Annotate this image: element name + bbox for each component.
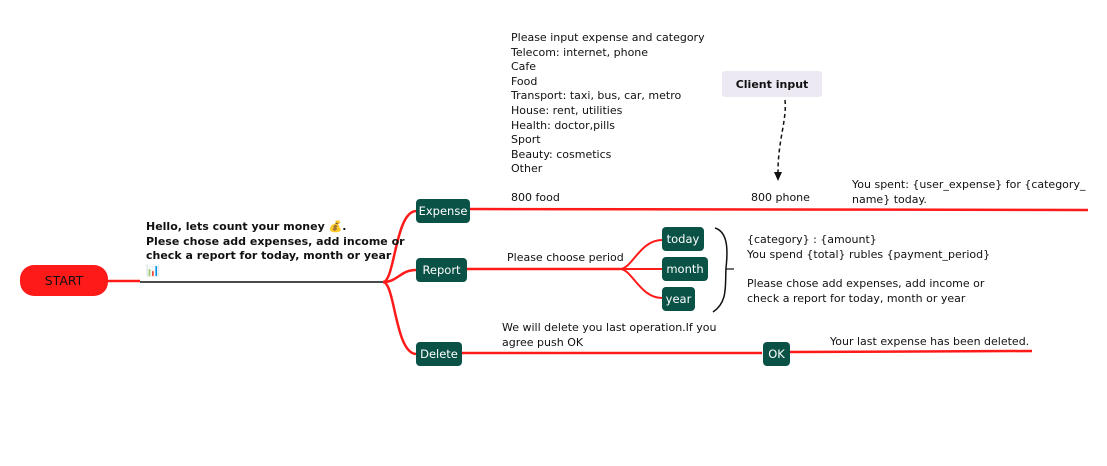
expense-input-example: 800 phone (751, 191, 810, 204)
start-node[interactable]: START (20, 265, 108, 296)
intro-line-1: Hello, lets count your money 💰. (146, 220, 347, 233)
report-result: {category} : {amount} You spend {total} … (747, 233, 990, 262)
expense-branch (382, 209, 417, 284)
period-today-label: today (666, 232, 700, 246)
expense-line (468, 207, 1089, 212)
intro-line-3: check a report for today, month or year (146, 249, 392, 263)
ok-label: OK (768, 347, 785, 361)
chart-emoji-icon: 📊 (146, 263, 160, 277)
intro-text: Hello, lets count your money 💰. Plese ch… (146, 220, 405, 278)
expense-result-line-1: You spent: {user_expense} for {category_ (852, 178, 1086, 191)
report-label: Report (422, 263, 461, 277)
expense-prompt-line: Food (511, 74, 538, 88)
client-arrow-head (774, 172, 782, 181)
expense-result-line-2: name} today. (852, 192, 927, 206)
expense-result: You spent: {user_expense} for {category_… (852, 178, 1085, 207)
report-result-line-4: check a report for today, month or year (747, 291, 966, 305)
period-bracket (712, 227, 728, 313)
client-input-text: Client input (735, 77, 809, 91)
report-result-line-2: You spend {total} rubles {payment_period… (747, 247, 991, 261)
period-year-button[interactable]: year (662, 287, 695, 311)
delete-branch (382, 280, 417, 356)
expense-prompt-line: Sport (511, 133, 541, 147)
ok-button[interactable]: OK (763, 342, 790, 366)
report-branch (382, 268, 417, 284)
delete-result: Your last expense has been deleted. (830, 335, 1030, 348)
start-label: START (44, 273, 84, 288)
delete-label: Delete (420, 347, 458, 361)
expense-label: Expense (418, 204, 468, 218)
expense-prompt-line: Beauty: cosmetics (511, 147, 612, 161)
expense-prompt-line: Transport: taxi, bus, car, metro (511, 89, 682, 103)
period-month-button[interactable]: month (662, 257, 708, 281)
period-year-label: year (665, 292, 692, 306)
expense-node[interactable]: Expense (416, 199, 470, 223)
expense-prompt: Please input expense and category Teleco… (511, 31, 705, 177)
delete-node[interactable]: Delete (416, 342, 462, 366)
today-branch (619, 239, 663, 270)
expense-prompt-line: Health: doctor,pills (511, 118, 616, 132)
expense-prompt-line: Other (511, 162, 543, 176)
client-arrow (777, 99, 787, 173)
expense-prompt-line: Cafe (511, 60, 537, 74)
ok-line (789, 349, 1033, 354)
delete-prompt-line-2: agree push OK (502, 335, 584, 349)
report-prompt: Please choose period (507, 251, 624, 264)
expense-prompt-line: Please input expense and category (511, 31, 705, 44)
period-today-button[interactable]: today (662, 227, 704, 251)
period-month-label: month (666, 262, 704, 276)
report-node[interactable]: Report (416, 258, 467, 282)
delete-prompt: We will delete you last operation.If you… (502, 321, 717, 350)
intro-line-2: Plese chose add expenses, add income or (146, 234, 405, 248)
report-result-followup: Please chose add expenses, add income or… (747, 277, 984, 306)
delete-prompt-line-1: We will delete you last operation.If you (502, 321, 717, 334)
expense-example: 800 food (511, 191, 560, 204)
report-result-line-1: {category} : {amount} (747, 233, 877, 246)
client-input-label: Client input (722, 71, 822, 97)
expense-prompt-line: House: rent, utilities (511, 103, 623, 117)
report-result-line-3: Please chose add expenses, add income or (747, 277, 985, 290)
year-branch (619, 268, 663, 299)
expense-prompt-line: Telecom: internet, phone (511, 45, 649, 59)
